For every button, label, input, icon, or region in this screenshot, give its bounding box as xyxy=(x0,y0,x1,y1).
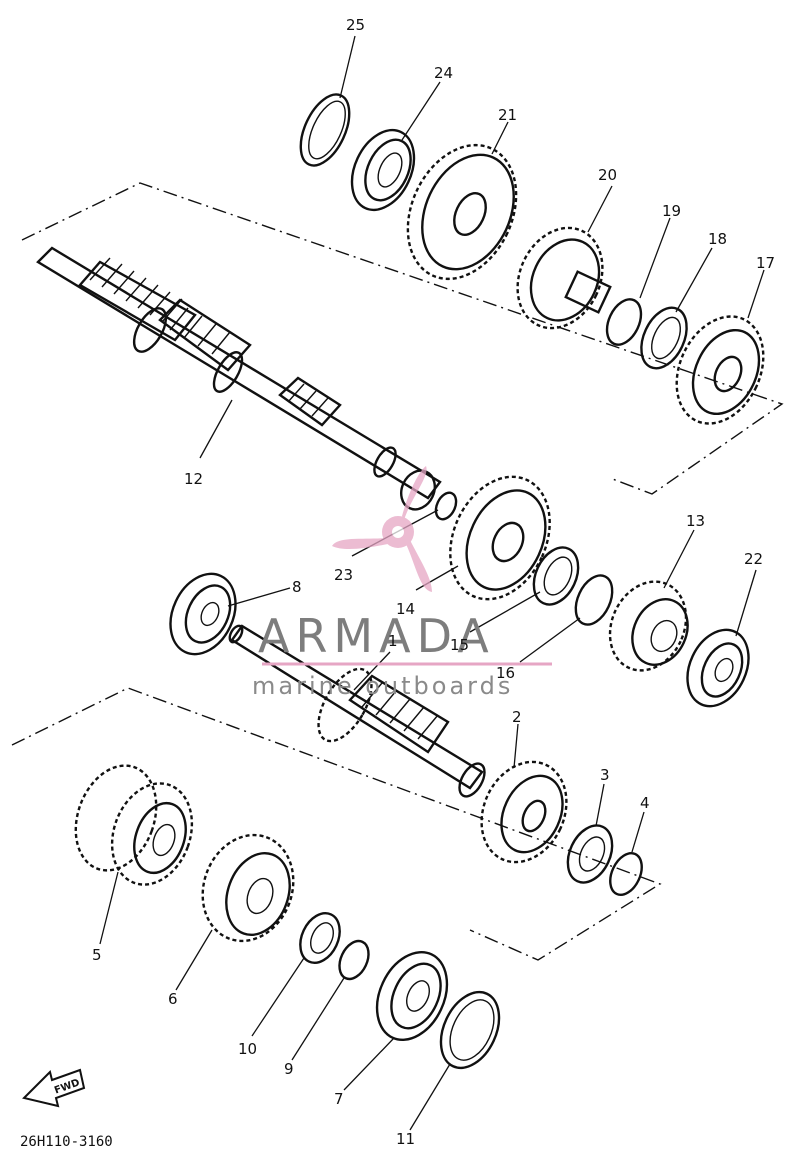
callout-17: 17 xyxy=(756,254,775,272)
gear-14 xyxy=(449,475,551,601)
circlip-25 xyxy=(299,93,351,167)
gear-5 xyxy=(74,764,194,886)
callout-20: 20 xyxy=(598,166,617,184)
gear-6 xyxy=(201,833,295,943)
gear-2 xyxy=(480,760,568,864)
callout-1: 1 xyxy=(388,632,398,650)
gear-20 xyxy=(516,226,612,330)
leader-lines xyxy=(99,35,765,1131)
callout-4: 4 xyxy=(640,794,650,812)
callout-2: 2 xyxy=(512,708,522,726)
bearing-24 xyxy=(350,128,416,212)
circlip-19 xyxy=(605,298,643,346)
gear-21 xyxy=(406,143,518,281)
circlip-9 xyxy=(338,939,370,981)
drawing-code: 26H110-3160 xyxy=(20,1134,113,1150)
bearing-8 xyxy=(169,572,237,656)
washer-15 xyxy=(532,546,580,606)
callout-18: 18 xyxy=(708,230,727,248)
drive-axle xyxy=(228,624,486,798)
watermark-tagline: marine outboards xyxy=(252,672,513,700)
main-shaft xyxy=(36,246,442,500)
callout-10: 10 xyxy=(238,1040,257,1058)
callout-19: 19 xyxy=(662,202,681,220)
callout-5: 5 xyxy=(92,946,102,964)
gear-17 xyxy=(675,315,765,425)
circlip-11 xyxy=(439,990,501,1070)
upper-assembly-outline xyxy=(21,182,784,495)
callout-24: 24 xyxy=(434,64,453,82)
watermark-brand: ARMADA xyxy=(258,609,495,663)
callout-7: 7 xyxy=(334,1090,344,1108)
callout-25: 25 xyxy=(346,16,365,34)
callout-3: 3 xyxy=(600,766,610,784)
lower-assembly-outline xyxy=(11,687,662,961)
callout-15: 15 xyxy=(450,636,469,654)
fwd-arrow-icon: FWD xyxy=(22,1068,86,1108)
gear-13 xyxy=(608,580,689,672)
callout-labels: 1 2 3 4 5 6 7 8 9 10 11 12 13 14 15 16 1… xyxy=(92,16,775,1148)
callout-23: 23 xyxy=(334,566,353,584)
washer-10 xyxy=(299,912,341,964)
callout-22: 22 xyxy=(744,550,763,568)
callout-14: 14 xyxy=(396,600,415,618)
circlip-4 xyxy=(609,852,643,896)
bearing-7 xyxy=(375,950,449,1042)
bushing-23 xyxy=(400,469,458,521)
callout-11: 11 xyxy=(396,1130,415,1148)
callout-13: 13 xyxy=(686,512,705,530)
washer-3 xyxy=(566,824,614,884)
callout-8: 8 xyxy=(292,578,302,596)
callout-9: 9 xyxy=(284,1060,294,1078)
armada-logo xyxy=(332,466,432,592)
callout-6: 6 xyxy=(168,990,178,1008)
bearing-22 xyxy=(686,628,750,708)
callout-16: 16 xyxy=(496,664,515,682)
circlip-16 xyxy=(574,574,614,626)
callout-12: 12 xyxy=(184,470,203,488)
callout-21: 21 xyxy=(498,106,517,124)
